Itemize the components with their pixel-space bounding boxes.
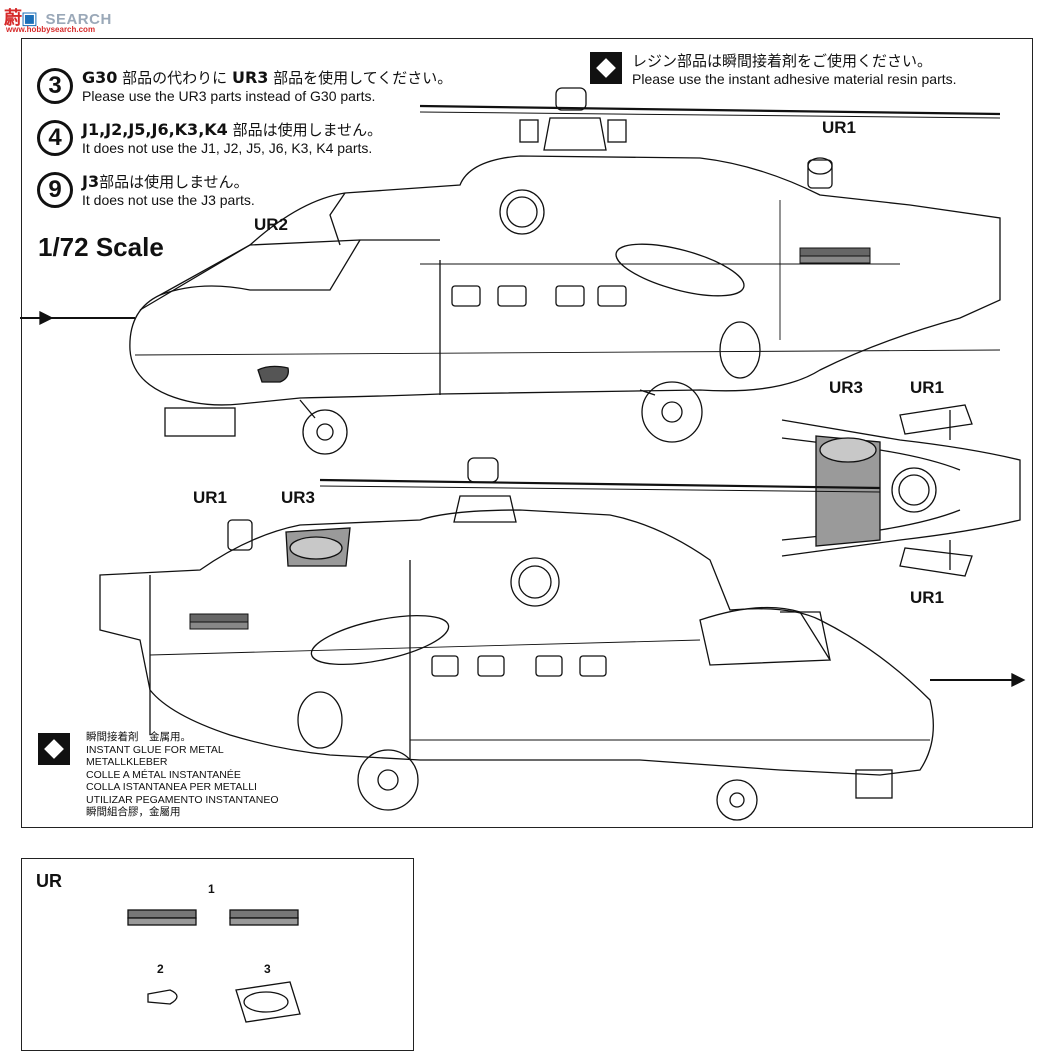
instruction-frame xyxy=(21,38,1033,828)
part-number-3: 3 xyxy=(264,962,271,976)
label-ur1-top: UR1 xyxy=(822,118,857,137)
step-9: 9 J3部品は使用しません。 It does not use the J3 pa… xyxy=(37,172,255,209)
step-jp-text: J3部品は使用しません。 xyxy=(82,172,249,191)
label-ur1-lower: UR1 xyxy=(193,488,228,507)
label-ur1-detail-top: UR1 xyxy=(910,378,945,397)
glue-note: 瞬間接着剤 金属用。 INSTANT GLUE FOR METAL METALL… xyxy=(86,731,279,819)
step-jp-text: G30 部品の代わりに UR3 部品を使用してください。 xyxy=(82,68,453,87)
label-ur2: UR2 xyxy=(254,215,289,234)
glue-line: COLLE A MÉTAL INSTANTANÉE xyxy=(86,768,241,781)
label-ur3-detail: UR3 xyxy=(829,378,864,397)
watermark-search: SEARCH xyxy=(45,11,112,28)
watermark-url: www.hobbysearch.com xyxy=(6,25,96,34)
helicopter-top-detail xyxy=(781,404,1021,577)
parts-drawings xyxy=(127,909,301,1023)
glue-line: 瞬間接着剤 金属用。 xyxy=(86,731,191,743)
glue-line: COLLA ISTANTANEA PER METALLI xyxy=(86,781,257,793)
step-en-text: It does not use the J3 parts. xyxy=(82,192,255,208)
step-en-text: Please use the UR3 parts instead of G30 … xyxy=(82,88,376,104)
watermark-brand: 蔚▣ xyxy=(4,8,38,29)
helicopter-side-view-bottom xyxy=(99,457,1026,821)
label-ur1-detail-bottom: UR1 xyxy=(910,588,945,607)
glue-line: INSTANT GLUE FOR METAL xyxy=(86,743,224,756)
step-3: 3 G30 部品の代わりに UR3 部品を使用してください。 Please us… xyxy=(37,68,452,105)
watermark-logo: 蔚▣ SEARCH www.hobbysearch.com xyxy=(4,4,112,34)
glue-line: 瞬間組合膠，金屬用 xyxy=(86,806,181,818)
resin-note-jp: レジン部品は瞬間接着剤をご使用ください。 xyxy=(632,52,933,70)
glue-line: METALLKLEBER xyxy=(86,756,168,768)
diamond-icon xyxy=(590,52,622,84)
diamond-icon xyxy=(38,733,70,765)
resin-note-en: Please use the instant adhesive material… xyxy=(632,71,957,87)
step-number: 3 xyxy=(37,68,73,104)
scale-label: 1/72 Scale xyxy=(38,232,164,262)
part-number-2: 2 xyxy=(157,962,164,976)
helicopter-side-view-top xyxy=(20,87,1001,455)
label-ur3-lower: UR3 xyxy=(281,488,316,507)
resin-note: レジン部品は瞬間接着剤をご使用ください。 Please use the inst… xyxy=(632,52,957,88)
part-number-1: 1 xyxy=(208,882,215,896)
parts-box xyxy=(21,858,414,1051)
step-number: 4 xyxy=(37,120,73,156)
step-jp-text: J1,J2,J5,J6,K3,K4 部品は使用しません。 xyxy=(82,120,383,139)
step-en-text: It does not use the J1, J2, J5, J6, K3, … xyxy=(82,140,373,156)
parts-box-title: UR xyxy=(36,871,62,891)
step-4: 4 J1,J2,J5,J6,K3,K4 部品は使用しません。 It does n… xyxy=(37,120,382,157)
glue-line: UTILIZAR PEGAMENTO INSTANTANEO xyxy=(86,793,279,806)
step-number: 9 xyxy=(37,172,73,208)
